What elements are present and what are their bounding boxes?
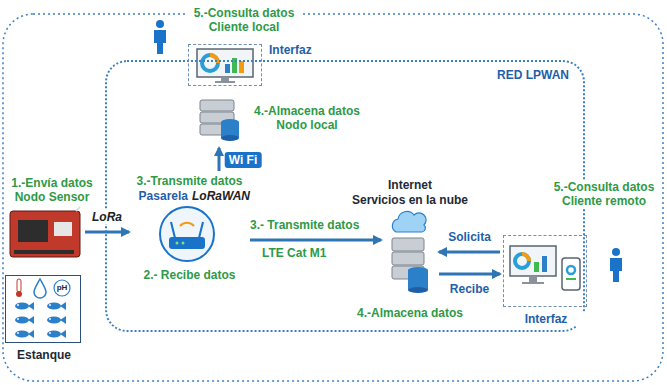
local-interface: 5.-Consulta datos Cliente localInterfaz	[188, 44, 262, 86]
monitor-icon	[197, 49, 253, 83]
node-text: Pasarela	[132, 189, 188, 203]
data-arrow	[85, 231, 129, 234]
outer-region	[3, 14, 663, 381]
edge-label: Wi Fi	[225, 152, 262, 168]
node-text: 4.-Almacena datos Nodo local	[248, 104, 366, 132]
gateway-icon	[160, 207, 214, 261]
data-arrow	[439, 251, 500, 254]
data-arrow	[439, 273, 500, 276]
node-text: Internet	[345, 178, 475, 192]
node-text: Interfaz	[269, 43, 329, 57]
network-region: 4.-Almacena datos Nodo local 3.-Transmite…	[105, 60, 585, 332]
tank-box: Estanque	[5, 275, 81, 343]
edge-label: Solicita	[446, 230, 493, 244]
node-text: LoRaWAN	[192, 189, 256, 203]
step-label: 3.- Transmite datos	[250, 218, 370, 232]
node-text: 2.- Recibe datos	[132, 268, 247, 282]
cloud-server: InternetServicios en la nube4.-Almacena …	[384, 214, 436, 302]
server-icon	[200, 100, 239, 141]
sensor-board	[10, 207, 80, 257]
sensor-node: 1.-Envía datos Nodo Sensor	[8, 206, 82, 260]
node-text: Interfaz	[504, 312, 588, 326]
ph-symbol-text: pH	[52, 283, 72, 292]
remote-interface: 5.-Consulta datos Cliente remotoInterfaz	[503, 235, 587, 307]
edge-label: LoRa	[90, 210, 124, 224]
data-arrow	[218, 148, 221, 171]
node-text: Estanque	[6, 348, 82, 362]
node-text: 5.-Consulta datos Cliente remoto	[546, 180, 662, 208]
data-arrow	[250, 239, 381, 242]
node-text: 4.-Almacena datos	[345, 306, 475, 320]
node-text: 1.-Envía datos Nodo Sensor	[4, 176, 100, 204]
node-text: 3.-Transmite datos	[132, 174, 247, 188]
node-text: 5.-Consulta datos Cliente local	[185, 6, 303, 34]
gateway: 3.-Transmite datosPasarelaLoRaWAN2.- Rec…	[132, 174, 247, 282]
person-icon	[154, 20, 166, 54]
node-text: RED LPWAN	[497, 68, 581, 82]
local-server: 4.-Almacena datos Nodo local	[200, 100, 244, 145]
remote-devices-icon	[510, 246, 580, 290]
edge-label: Recibe	[448, 282, 491, 296]
link-label: LTE Cat M1	[262, 246, 352, 260]
cloud-server-icon	[392, 211, 428, 293]
node-text: Servicios en la nube	[345, 193, 475, 207]
person-icon	[610, 248, 622, 282]
